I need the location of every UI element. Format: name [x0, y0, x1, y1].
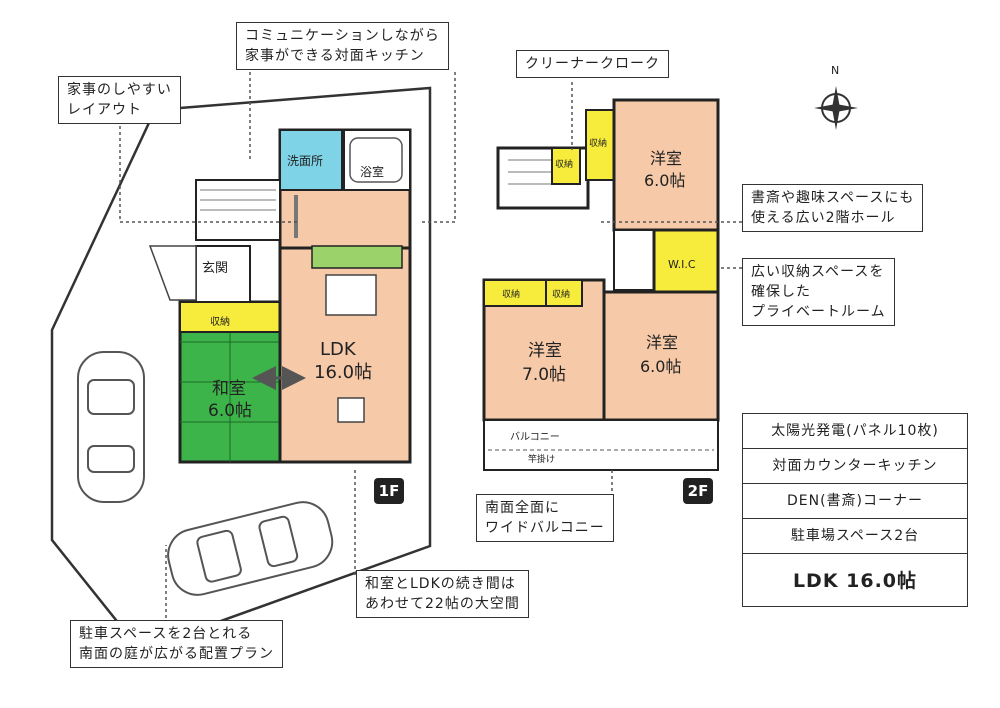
label-storage-2f-3: 収納	[502, 288, 520, 300]
room-se	[602, 290, 720, 422]
car-1	[77, 351, 145, 503]
label-room-ne-size: 6.0帖	[644, 171, 685, 190]
label-room-sw: 洋室	[528, 341, 562, 361]
kitchen-counter	[311, 245, 403, 269]
car-2	[167, 501, 334, 596]
label-wic: W.I.C	[668, 258, 696, 271]
storage-2f-4	[545, 279, 583, 307]
label-washitsu-storage: 収納	[210, 315, 230, 328]
dining-table	[325, 274, 377, 316]
washroom	[279, 129, 343, 191]
washitsu-storage	[179, 301, 281, 333]
floor-tag-1f: 1F	[374, 478, 404, 504]
feature-list: 太陽光発電(パネル10枚) 対面カウンターキッチン DEN(書斎)コーナー 駐車…	[742, 413, 968, 607]
callout-balcony: 南面全面に ワイドバルコニー	[476, 494, 614, 542]
label-entrance: 玄関	[202, 261, 228, 276]
feature-item: 駐車場スペース2台	[743, 519, 967, 554]
label-storage-2f-2: 収納	[589, 137, 607, 149]
label-storage-2f-4: 収納	[552, 288, 570, 300]
callout-parking: 駐車スペースを2台とれる 南面の庭が広がる配置プラン	[70, 620, 283, 668]
label-washroom: 洗面所	[287, 154, 323, 168]
label-ldk-size: 16.0帖	[314, 362, 372, 383]
callout-hall: 書斎や趣味スペースにも 使える広い2階ホール	[742, 184, 924, 232]
label-storage-2f-1: 収納	[555, 158, 573, 170]
label-room-ne: 洋室	[650, 149, 682, 168]
feature-item: DEN(書斎)コーナー	[743, 484, 967, 519]
feature-ldk-size: LDK 16.0帖	[792, 570, 918, 592]
compass-icon	[814, 86, 858, 130]
label-room-sw-size: 7.0帖	[522, 365, 566, 385]
label-balcony: バルコニー	[510, 431, 560, 443]
label-washitsu-size: 6.0帖	[208, 401, 252, 421]
compass-north: N	[831, 64, 839, 77]
callout-leaders	[119, 72, 742, 618]
label-bath: 浴室	[360, 164, 384, 179]
floor1-plan	[148, 128, 412, 464]
storage-2f-3	[483, 279, 547, 307]
label-room-se-size: 6.0帖	[640, 357, 681, 376]
label-washitsu: 和室	[212, 379, 246, 399]
label-room-se: 洋室	[646, 333, 678, 352]
floor-tag-2f: 2F	[683, 478, 713, 504]
label-balcony-sub: 竿掛け	[528, 453, 555, 465]
room-ne	[612, 98, 720, 232]
callout-layout: 家事のしやすい レイアウト	[58, 76, 181, 124]
feature-item: 対面カウンターキッチン	[743, 449, 967, 484]
feature-item: 太陽光発電(パネル10枚)	[743, 414, 967, 449]
callout-cleaner: クリーナークローク	[516, 50, 669, 78]
storage-2f-1	[551, 147, 581, 185]
label-ldk: LDK	[320, 339, 357, 360]
callout-washitsu: 和室とLDKの続き間は あわせて22帖の大空間	[356, 570, 529, 618]
balcony	[483, 419, 719, 471]
floor2-plan	[482, 98, 720, 471]
callout-private: 広い収納スペースを 確保した プライベートルーム	[742, 258, 895, 326]
callout-kitchen: コミュニケーションしながら 家事ができる対面キッチン	[236, 22, 449, 70]
wic	[652, 228, 720, 294]
